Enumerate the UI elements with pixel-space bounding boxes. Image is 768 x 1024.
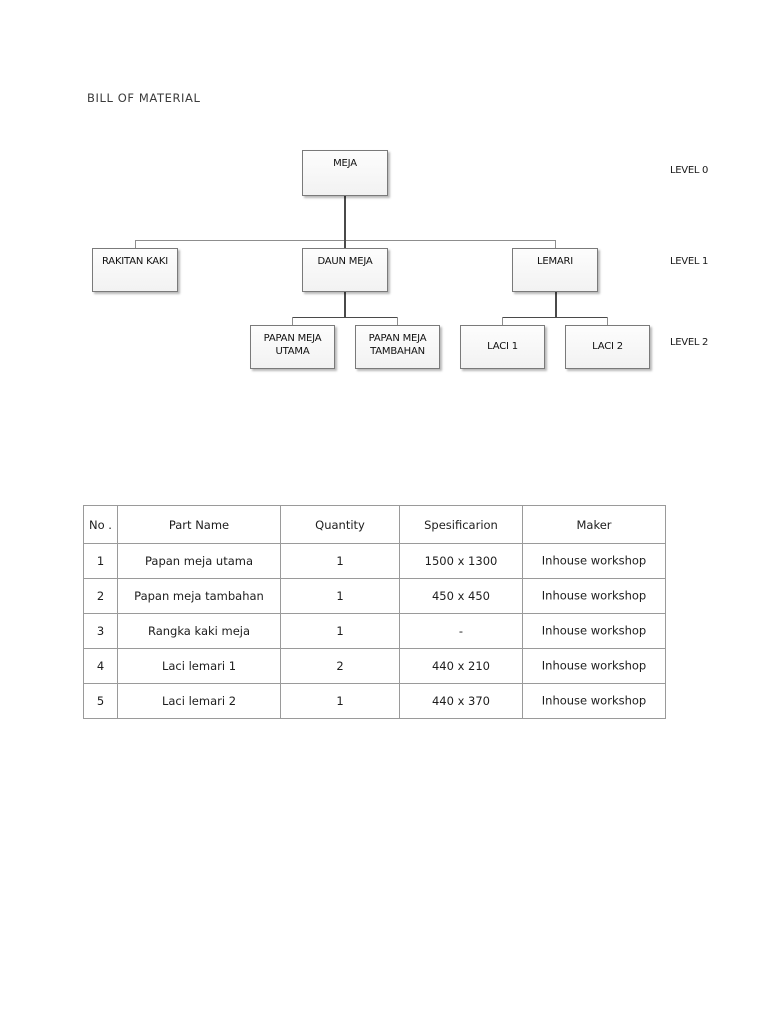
table-row: 3 Rangka kaki meja 1 - Inhouse workshop bbox=[83, 613, 666, 649]
level-caption-2: LEVEL 2 bbox=[670, 337, 709, 348]
connector-lemari-stem bbox=[555, 292, 557, 317]
cell-no: 4 bbox=[83, 648, 118, 684]
cell-quantity: 1 bbox=[280, 683, 400, 719]
cell-part-name: Rangka kaki meja bbox=[117, 613, 281, 649]
tree-node-rakitan-kaki[interactable]: RAKITAN KAKI bbox=[92, 248, 178, 292]
tree-node-papan-meja-utama[interactable]: PAPAN MEJA UTAMA bbox=[250, 325, 335, 369]
cell-no: 3 bbox=[83, 613, 118, 649]
column-header-no: No . bbox=[83, 505, 118, 544]
table-header-row: No . Part Name Quantity Spesificarion Ma… bbox=[83, 505, 666, 544]
cell-maker-text: Inhouse workshop bbox=[541, 658, 647, 673]
connector-drop-rakitan-kaki bbox=[135, 240, 136, 248]
tree-node-label: RAKITAN KAKI bbox=[101, 256, 169, 267]
cell-quantity: 2 bbox=[280, 648, 400, 684]
cell-quantity-text: 1 bbox=[336, 588, 344, 603]
cell-maker: Inhouse workshop bbox=[522, 578, 666, 614]
cell-part-name: Laci lemari 1 bbox=[117, 648, 281, 684]
cell-part-name-text: Papan meja utama bbox=[144, 553, 254, 568]
tree-node-papan-meja-tambahan[interactable]: PAPAN MEJA TAMBAHAN bbox=[355, 325, 440, 369]
cell-specification: 450 x 450 bbox=[399, 578, 523, 614]
cell-part-name: Laci lemari 2 bbox=[117, 683, 281, 719]
tree-node-label: DAUN MEJA bbox=[317, 256, 373, 267]
cell-maker-text: Inhouse workshop bbox=[541, 553, 647, 568]
cell-maker: Inhouse workshop bbox=[522, 683, 666, 719]
tree-node-meja[interactable]: MEJA bbox=[302, 150, 388, 196]
column-header-no-text: No . bbox=[89, 517, 112, 532]
cell-quantity: 1 bbox=[280, 613, 400, 649]
connector-drop-lemari bbox=[555, 240, 556, 248]
page-title: BILL OF MATERIAL bbox=[87, 91, 201, 105]
cell-quantity-text: 1 bbox=[336, 623, 344, 638]
table-row: 5 Laci lemari 2 1 440 x 370 Inhouse workshop bbox=[83, 683, 666, 719]
tree-node-label: LEMARI bbox=[536, 256, 574, 267]
tree-node-lemari[interactable]: LEMARI bbox=[512, 248, 598, 292]
cell-specification-text: - bbox=[458, 623, 464, 638]
level-caption-1: LEVEL 1 bbox=[670, 256, 709, 267]
cell-quantity: 1 bbox=[280, 578, 400, 614]
cell-part-name: Papan meja utama bbox=[117, 543, 281, 579]
tree-node-label: PAPAN MEJA UTAMA bbox=[263, 333, 322, 357]
cell-part-name-text: Laci lemari 1 bbox=[161, 658, 237, 673]
cell-part-name-text: Rangka kaki meja bbox=[147, 623, 251, 638]
cell-maker-text: Inhouse workshop bbox=[541, 623, 647, 638]
connector-daun-meja-bus bbox=[292, 317, 397, 318]
tree-node-label: PAPAN MEJA TAMBAHAN bbox=[368, 333, 427, 357]
cell-no-text: 2 bbox=[96, 588, 105, 603]
tree-node-laci-2[interactable]: LACI 2 bbox=[565, 325, 650, 369]
column-header-quantity: Quantity bbox=[280, 505, 400, 544]
connector-drop-papan-utama bbox=[292, 317, 293, 325]
cell-part-name: Papan meja tambahan bbox=[117, 578, 281, 614]
cell-maker: Inhouse workshop bbox=[522, 543, 666, 579]
cell-specification: 1500 x 1300 bbox=[399, 543, 523, 579]
cell-no-text: 3 bbox=[96, 623, 105, 638]
connector-root-stem bbox=[344, 196, 346, 240]
cell-no-text: 4 bbox=[96, 658, 105, 673]
cell-maker: Inhouse workshop bbox=[522, 648, 666, 684]
tree-node-label: MEJA bbox=[333, 158, 357, 169]
cell-specification: - bbox=[399, 613, 523, 649]
cell-maker-text: Inhouse workshop bbox=[541, 588, 647, 603]
column-header-part-name: Part Name bbox=[117, 505, 281, 544]
cell-no-text: 5 bbox=[96, 693, 105, 708]
cell-specification-text: 440 x 370 bbox=[431, 693, 491, 708]
cell-part-name-text: Papan meja tambahan bbox=[134, 588, 264, 603]
cell-no: 2 bbox=[83, 578, 118, 614]
connector-drop-laci1 bbox=[502, 317, 503, 325]
table-row: 4 Laci lemari 1 2 440 x 210 Inhouse workshop bbox=[83, 648, 666, 684]
cell-specification-text: 1500 x 1300 bbox=[424, 553, 498, 568]
tree-node-daun-meja[interactable]: DAUN MEJA bbox=[302, 248, 388, 292]
connector-drop-laci2 bbox=[607, 317, 608, 325]
tree-node-label: LACI 1 bbox=[487, 341, 518, 352]
tree-node-label: LACI 2 bbox=[592, 341, 623, 352]
cell-quantity-text: 2 bbox=[336, 658, 344, 673]
level-caption-0: LEVEL 0 bbox=[670, 165, 709, 176]
column-header-specification: Spesificarion bbox=[399, 505, 523, 544]
connector-daun-meja-stem bbox=[344, 292, 346, 317]
table-row: 1 Papan meja utama 1 1500 x 1300 Inhouse wor… bbox=[83, 543, 666, 579]
cell-maker: Inhouse workshop bbox=[522, 613, 666, 649]
cell-no-text: 1 bbox=[96, 553, 105, 568]
cell-quantity: 1 bbox=[280, 543, 400, 579]
cell-no: 1 bbox=[83, 543, 118, 579]
cell-specification-text: 440 x 210 bbox=[431, 658, 491, 673]
connector-drop-daun-meja bbox=[344, 240, 346, 248]
connector-lemari-bus bbox=[502, 317, 608, 318]
cell-specification-text: 450 x 450 bbox=[431, 588, 491, 603]
table-row: 2 Papan meja tambahan 1 450 x 450 Inhouse wo… bbox=[83, 578, 666, 614]
cell-no: 5 bbox=[83, 683, 118, 719]
cell-quantity-text: 1 bbox=[336, 693, 344, 708]
tree-node-laci-1[interactable]: LACI 1 bbox=[460, 325, 545, 369]
cell-maker-text: Inhouse workshop bbox=[541, 693, 647, 708]
connector-drop-papan-tambahan bbox=[397, 317, 398, 325]
cell-specification: 440 x 210 bbox=[399, 648, 523, 684]
cell-specification: 440 x 370 bbox=[399, 683, 523, 719]
cell-part-name-text: Laci lemari 2 bbox=[161, 693, 237, 708]
bill-of-material-table: No . Part Name Quantity Spesificarion Ma… bbox=[83, 505, 666, 719]
column-header-maker: Maker bbox=[522, 505, 666, 544]
bom-tree-diagram: MEJA RAKITAN KAKI DAUN MEJA LEMARI bbox=[0, 0, 768, 420]
cell-quantity-text: 1 bbox=[336, 553, 344, 568]
